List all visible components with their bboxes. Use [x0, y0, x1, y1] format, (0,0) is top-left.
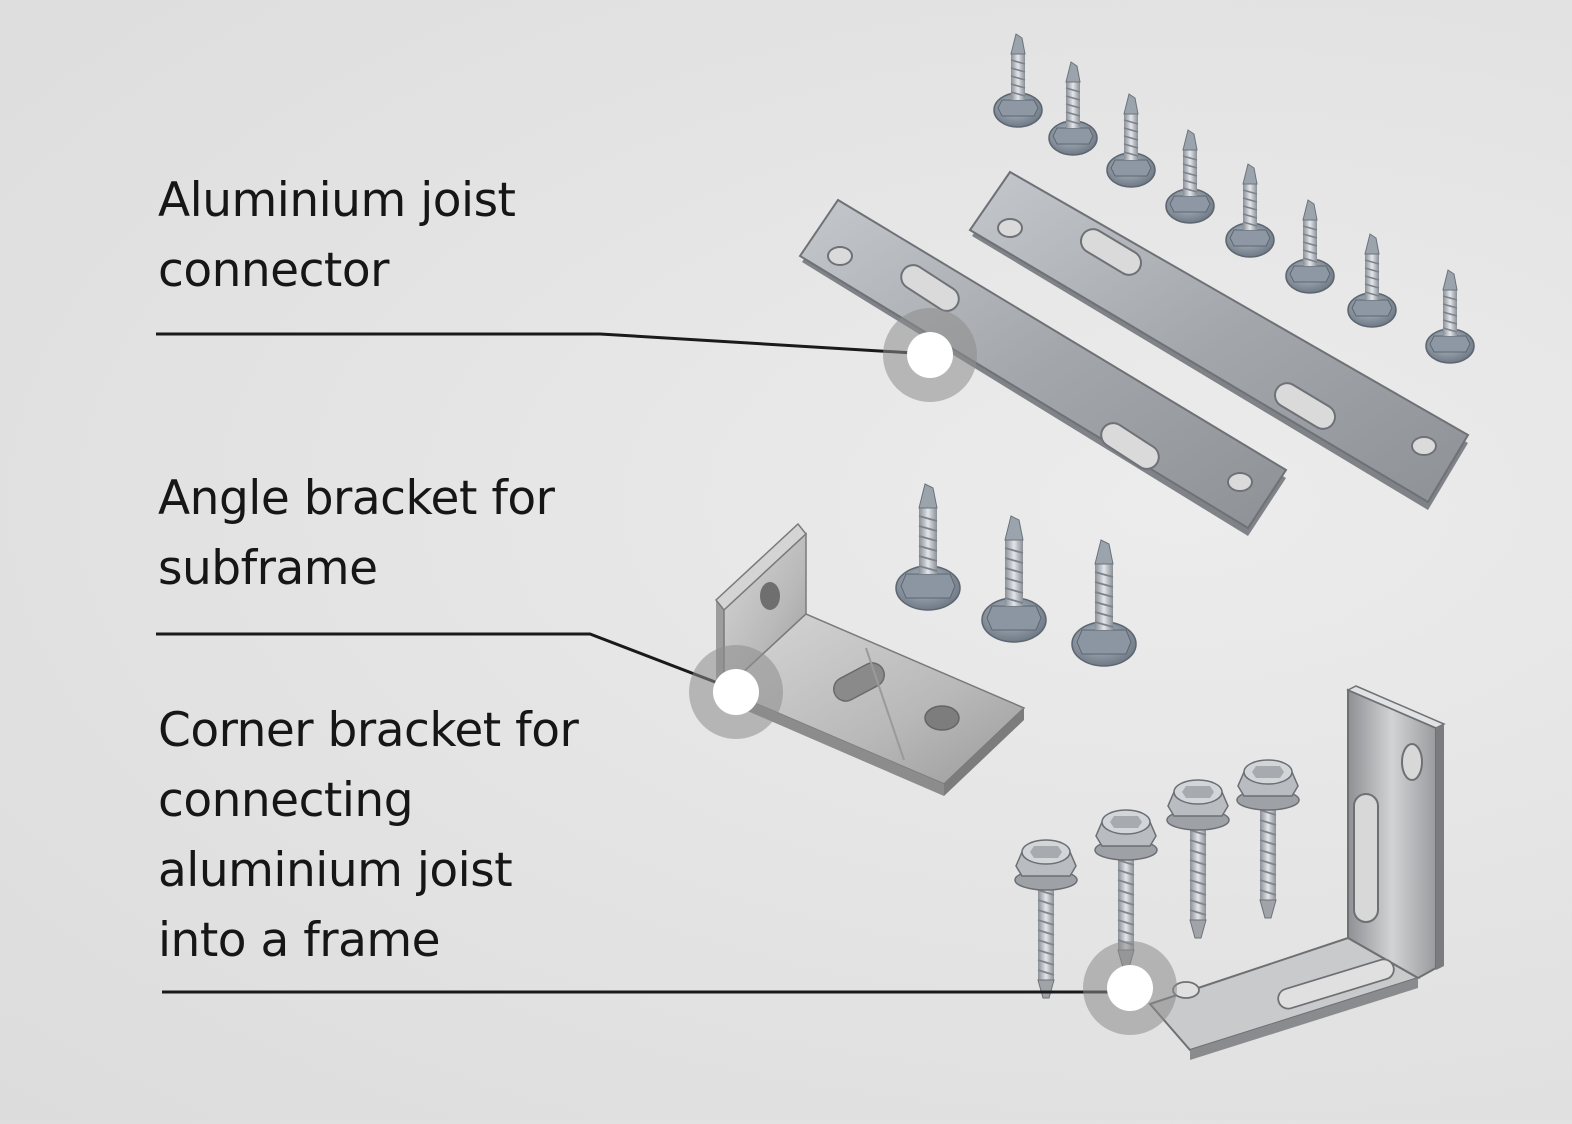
joist-connector-plate-icon — [798, 198, 1288, 536]
label-line: subframe — [158, 541, 378, 596]
corner-bracket-icon — [1148, 685, 1446, 1060]
label-line: aluminium joist — [158, 843, 513, 898]
angle-bracket-icon — [714, 522, 1026, 796]
label-line: Aluminium joist — [158, 173, 516, 228]
label-line: connector — [158, 243, 389, 298]
label-line: connecting — [158, 773, 414, 828]
label-corner-bracket: Corner bracket for connecting aluminium … — [158, 696, 579, 976]
leader-line-angle-bracket — [156, 632, 737, 692]
label-line: Angle bracket for — [158, 471, 555, 526]
label-line: Corner bracket for — [158, 703, 579, 758]
leader-line-joist-connector — [156, 332, 931, 356]
label-aluminium-joist-connector: Aluminium joist connector — [158, 166, 516, 306]
marker-angle-bracket — [689, 645, 783, 739]
label-line: into a frame — [158, 913, 441, 968]
marker-corner-bracket — [1083, 941, 1177, 1035]
joist-connector-plate-icon — [968, 170, 1470, 510]
self-drilling-screw-icon — [895, 483, 1137, 667]
marker-joist-connector — [883, 308, 977, 402]
label-angle-bracket: Angle bracket for subframe — [158, 464, 555, 604]
